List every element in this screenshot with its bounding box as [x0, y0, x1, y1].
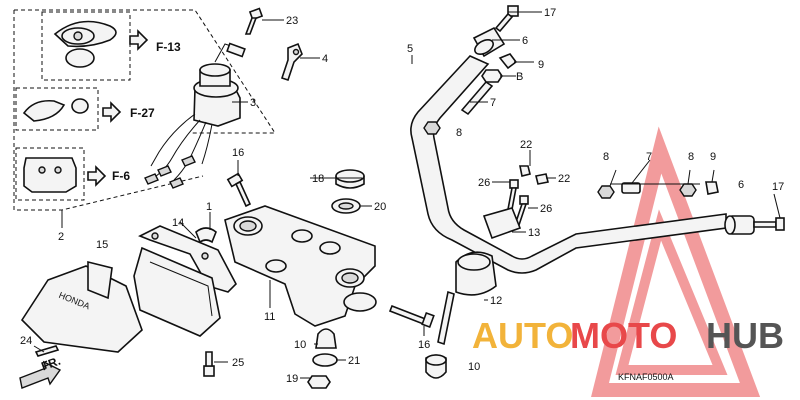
ref-f27: F-27 [130, 106, 155, 120]
callout-2: 2 [58, 231, 64, 243]
callout-10-right: 10 [468, 361, 480, 373]
cover-case-part [133, 246, 221, 337]
callout-17-right: 17 [772, 181, 784, 193]
nut-8-right-a-part [597, 185, 615, 199]
washer-b-part [481, 69, 503, 83]
grip-end-6-right-part [724, 215, 755, 235]
screw-25-part [203, 351, 215, 377]
callout-23: 23 [286, 15, 298, 27]
callout-8-right-b: 8 [688, 151, 694, 163]
ignition-switch-part [144, 42, 246, 189]
holder-12-part [437, 251, 497, 346]
callout-8-right-a: 8 [603, 151, 609, 163]
callout-25: 25 [232, 357, 244, 369]
bolt-22-left-part [519, 165, 531, 177]
callout-18: 18 [312, 173, 324, 185]
callout-11: 11 [264, 311, 275, 323]
callout-21: 21 [348, 355, 360, 367]
watermark-logo [591, 126, 761, 397]
bolt-23-part [244, 7, 264, 35]
nut-8-right-b-part [679, 183, 697, 197]
ref-f13: F-13 [156, 40, 181, 54]
callout-22-left: 22 [520, 139, 532, 151]
grommet-18-part [335, 169, 365, 189]
callout-6-right: 6 [738, 179, 744, 191]
watermark-text: AUTO MOTO HUB [472, 315, 784, 356]
callout-9-top: 9 [538, 59, 544, 71]
callout-1: 1 [206, 201, 212, 213]
ref-f6: F-6 [112, 169, 130, 183]
handle-switch-inset [15, 147, 107, 201]
callout-5: 5 [407, 43, 413, 55]
nut-9-top-part [498, 53, 518, 70]
key-part [280, 42, 303, 82]
screw-24-part [34, 345, 60, 357]
callout-26-upper: 26 [478, 177, 490, 189]
bolt-17-top-part [494, 5, 519, 33]
rubber-10-right-part [425, 354, 447, 379]
nut-8-top-part [423, 121, 441, 135]
grip-end-6-top-part [472, 26, 506, 58]
diagram-code: KFNAF0500A [618, 372, 674, 382]
callout-19: 19 [286, 373, 298, 385]
washer-21-part [312, 353, 338, 367]
callout-16-top: 16 [232, 147, 244, 159]
callout-24: 24 [20, 335, 32, 347]
callout-22-right: 22 [558, 173, 570, 185]
bolt-17-right-part [753, 217, 785, 231]
callout-10-left: 10 [294, 339, 306, 351]
rubber-10-left-part [315, 328, 337, 349]
watermark-word-2: MOTO [570, 315, 677, 356]
callout-16-lower: 16 [418, 339, 430, 351]
key-cylinder-inset [41, 11, 149, 81]
callout-14: 14 [172, 217, 184, 229]
callout-20: 20 [374, 201, 386, 213]
nut-19-part [307, 375, 331, 389]
callout-12: 12 [490, 295, 502, 307]
washer-20-part [331, 198, 361, 214]
bolt-16-lower-part [388, 304, 435, 329]
watermark-word-1: AUTO [472, 315, 573, 356]
weight-7-right-part [621, 182, 641, 194]
callout-7-right: 7 [646, 151, 652, 163]
leader-lines [33, 11, 781, 379]
bolt-22-right-part [535, 173, 549, 185]
cover-15-part: HONDA [20, 260, 143, 353]
callout-26-lower: 26 [540, 203, 552, 215]
weight-7-top-part [460, 80, 494, 116]
callout-6-top: 6 [522, 35, 528, 47]
handlebar-part [410, 55, 727, 274]
callout-3: 3 [250, 97, 256, 109]
switch-inset [15, 87, 122, 131]
inset-group-frame [13, 9, 276, 211]
callout-b: B [516, 71, 523, 83]
callout-13: 13 [528, 227, 540, 239]
callout-7-top: 7 [490, 97, 496, 109]
top-bridge-part [224, 205, 377, 327]
callout-labels: 23 4 3 17 6 9 B 7 8 5 22 22 26 26 13 12 … [20, 7, 784, 385]
clip-1-part [195, 227, 217, 244]
callout-17-top: 17 [544, 7, 556, 19]
bolt-16-top-part [226, 172, 252, 208]
nut-9-right-part [705, 181, 719, 195]
callout-4: 4 [322, 53, 328, 65]
callout-9-right: 9 [710, 151, 716, 163]
callout-15: 15 [96, 239, 108, 251]
watermark-word-3: HUB [706, 315, 784, 356]
front-arrow: FR. [19, 354, 62, 389]
clamp-13-part [482, 207, 522, 240]
callout-8-top: 8 [456, 127, 462, 139]
bracket-14-part [138, 225, 237, 293]
front-label: FR. [39, 354, 62, 374]
